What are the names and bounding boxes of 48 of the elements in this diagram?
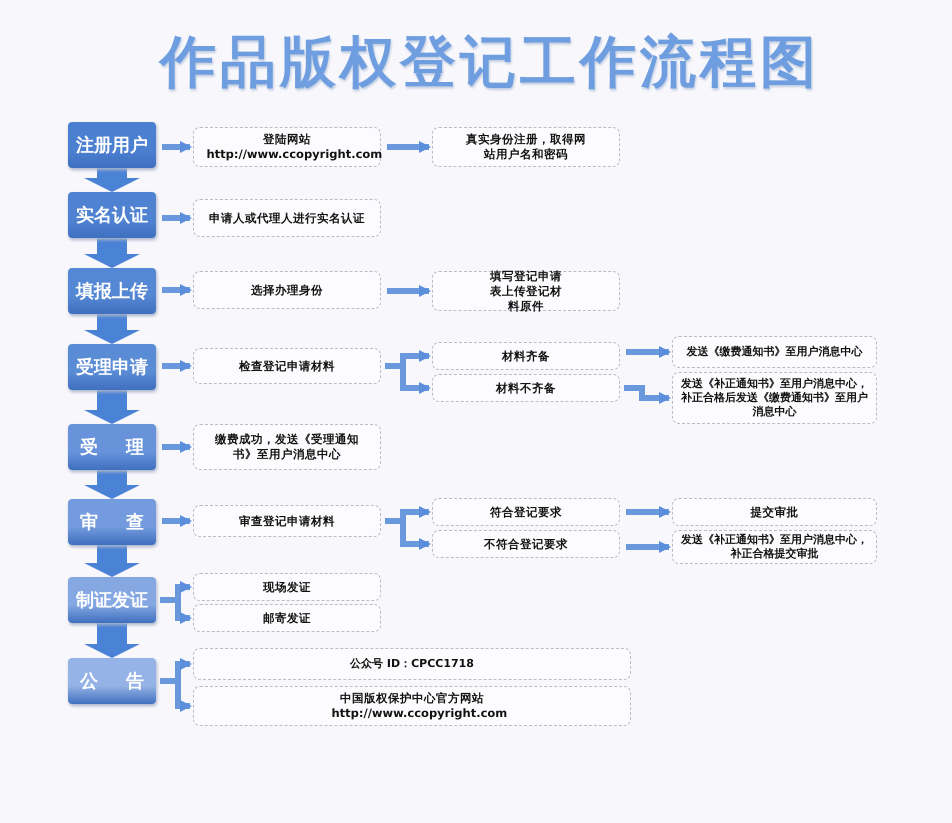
block-arrow [84, 238, 140, 268]
arrow [162, 515, 192, 527]
block-arrow [84, 470, 140, 499]
block-arrow [84, 390, 140, 424]
text-box: 公众号 ID：CPCC1718 [193, 648, 631, 680]
text-box: 检查登记申请材料 [193, 348, 381, 384]
text-box: 缴费成功，发送《受理通知书》至用户消息中心 [193, 424, 381, 470]
text-box: 中国版权保护中心官方网站 http://www.ccopyright.com [193, 686, 631, 726]
arrow [162, 141, 192, 153]
arrow [162, 360, 192, 372]
arrow [626, 541, 671, 553]
block-arrow [84, 314, 140, 344]
step-box: 审 查 [68, 499, 156, 545]
step-box: 受 理 [68, 424, 156, 470]
step-box: 填报上传 [68, 268, 156, 314]
arrow [162, 284, 192, 296]
text-box: 不符合登记要求 [432, 530, 620, 558]
arrow [624, 385, 671, 404]
arrow [626, 506, 671, 518]
text-box: 邮寄发证 [193, 604, 381, 632]
text-box: 真实身份注册，取得网站用户名和密码 [432, 127, 620, 167]
text-box: 发送《补正通知书》至用户消息中心，补正合格后发送《缴费通知书》至用户消息中心 [672, 372, 877, 424]
text-box: 符合登记要求 [432, 498, 620, 526]
text-box: 发送《缴费通知书》至用户消息中心 [672, 336, 877, 368]
text-box: 申请人或代理人进行实名认证 [193, 199, 381, 237]
title: 作品版权登记工作流程图 [157, 29, 821, 97]
text-box: 登陆网站 http://www.ccopyright.com [193, 127, 381, 167]
text-box: 材料齐备 [432, 342, 620, 370]
arrow [162, 212, 192, 224]
text-box: 材料不齐备 [432, 374, 620, 402]
text-box: 现场发证 [193, 573, 381, 601]
block-arrow [84, 168, 140, 192]
text-box: 发送《补正通知书》至用户消息中心，补正合格提交审批 [672, 530, 877, 564]
step-box: 制证发证 [68, 577, 156, 623]
arrow [162, 441, 192, 453]
arrow [387, 141, 431, 153]
block-arrow [84, 623, 140, 658]
block-arrow [84, 545, 140, 577]
step-box: 公 告 [68, 658, 156, 704]
step-box: 实名认证 [68, 192, 156, 238]
arrow [626, 346, 671, 358]
step-box: 受理申请 [68, 344, 156, 390]
text-box: 填写登记申请表上传登记材料原件 [432, 271, 620, 311]
text-box: 提交审批 [672, 498, 877, 526]
arrow [387, 285, 431, 297]
step-box: 注册用户 [68, 122, 156, 168]
text-box: 审查登记申请材料 [193, 505, 381, 537]
text-box: 选择办理身份 [193, 271, 381, 309]
